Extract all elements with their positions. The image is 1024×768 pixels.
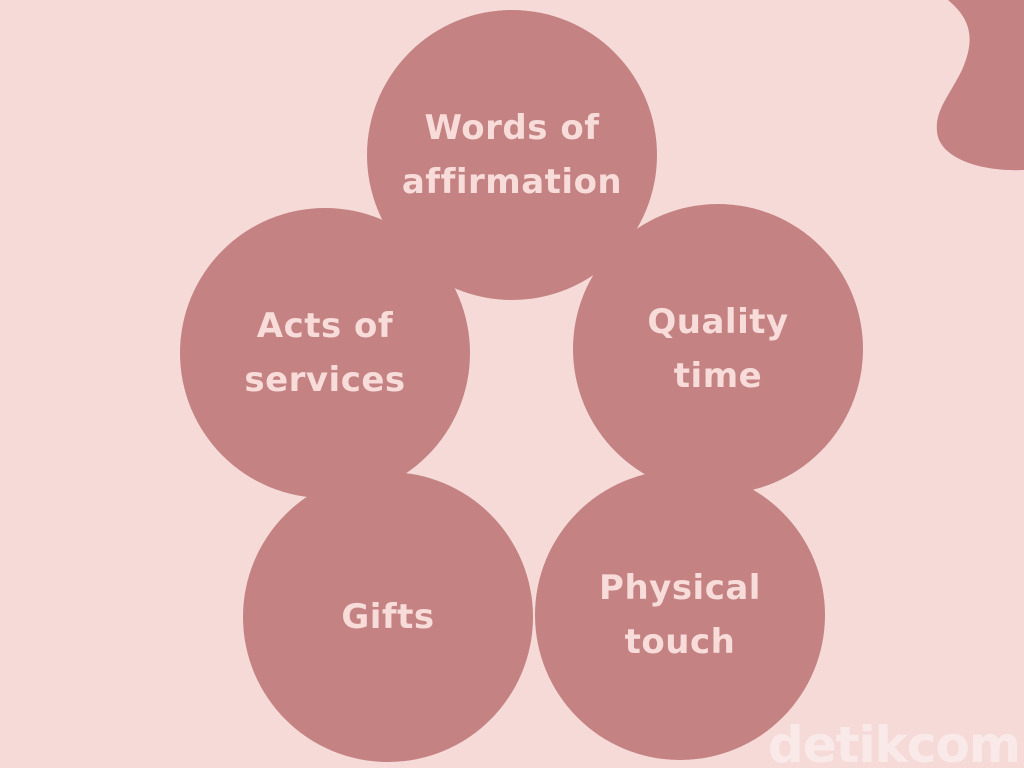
label-acts-of-services: Acts of services — [244, 299, 405, 407]
label-words-of-affirmation: Words of affirmation — [402, 101, 622, 209]
label-line: services — [244, 360, 406, 400]
label-line: Gifts — [341, 597, 435, 637]
label-line: affirmation — [401, 162, 623, 202]
label-line: Words of — [424, 108, 600, 148]
detikcom-watermark-logo: detikcom — [767, 716, 1021, 768]
label-line: time — [673, 356, 763, 396]
label-gifts: Gifts — [341, 590, 434, 644]
circle-gifts: Gifts — [243, 472, 533, 762]
circle-acts-of-services: Acts of services — [180, 208, 470, 498]
label-quality-time: Quality time — [647, 295, 788, 403]
circle-physical-touch: Physical touch — [535, 470, 825, 760]
label-line: Physical — [599, 568, 761, 608]
circle-quality-time: Quality time — [573, 204, 863, 494]
label-line: Acts of — [256, 306, 394, 346]
corner-blob — [936, 0, 1024, 171]
label-line: Quality — [647, 302, 789, 342]
label-line: touch — [624, 622, 736, 662]
label-physical-touch: Physical touch — [599, 561, 761, 669]
